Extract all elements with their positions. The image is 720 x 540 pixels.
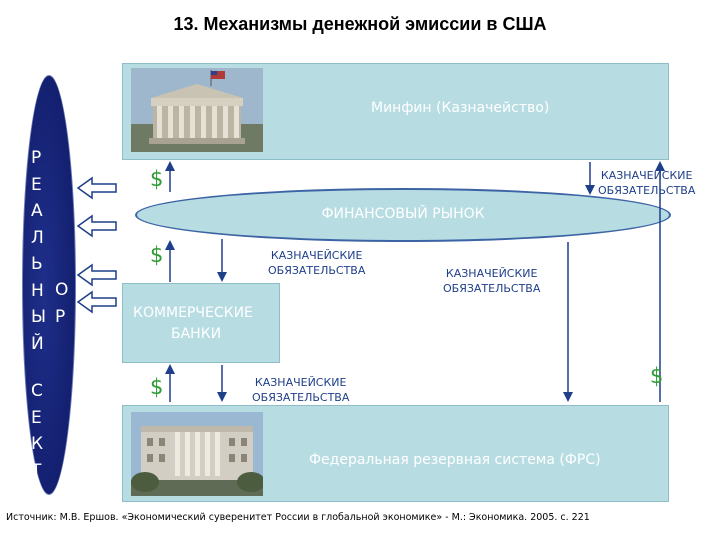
source-footnote: Источник: М.В. Ершов. «Экономический сув… xyxy=(6,512,590,523)
obligations-label-4-line2: ОБЯЗАТЕЛЬСТВА xyxy=(252,391,350,404)
fed-label: Федеральная резервная система (ФРС) xyxy=(309,452,601,468)
left-arrow-1 xyxy=(76,176,117,200)
real-sector-letters-col2: О Р xyxy=(55,280,69,327)
left-arrow-4 xyxy=(76,290,117,314)
dollar-sign-2: $ xyxy=(150,243,164,267)
real-sector-letters-col1: Р Е А Л Ь Н Ы Й xyxy=(31,148,46,354)
financial-market-ellipse: ФИНАНСОВЫЙ РЫНОК xyxy=(135,188,671,242)
obligations-label-4-line1: КАЗНАЧЕЙСКИЕ xyxy=(254,376,347,389)
real-sector-letters-col3: С Е К Т xyxy=(31,381,44,481)
page-title: 13. Механизмы денежной эмиссии в США xyxy=(173,14,547,34)
real-sector-bar xyxy=(22,75,76,495)
banks-label-line1: КОММЕРЧЕСКИЕ xyxy=(133,305,253,321)
left-block-arrows xyxy=(76,176,117,314)
dollar-sign-3: $ xyxy=(150,375,164,399)
obligations-label-3-line1: КАЗНАЧЕЙСКИЕ xyxy=(445,267,538,280)
obligations-label-4: КАЗНАЧЕЙСКИЕ ОБЯЗАТЕЛЬСТВА xyxy=(252,375,349,405)
obligations-label-3-line2: ОБЯЗАТЕЛЬСТВА xyxy=(443,282,541,295)
left-arrow-2 xyxy=(76,214,117,238)
obligations-label-3: КАЗНАЧЕЙСКИЕ ОБЯЗАТЕЛЬСТВА xyxy=(443,266,540,296)
commercial-banks-box: КОММЕРЧЕСКИЕ БАНКИ xyxy=(122,283,280,363)
obligations-label-1-line1: КАЗНАЧЕЙСКИЕ xyxy=(600,169,693,182)
fed-box: Федеральная резервная система (ФРС) xyxy=(122,405,669,502)
financial-market-label: ФИНАНСОВЫЙ РЫНОК xyxy=(321,206,485,222)
banks-label-line2: БАНКИ xyxy=(171,326,222,342)
dollar-sign-1: $ xyxy=(150,167,164,191)
obligations-label-2-line1: КАЗНАЧЕЙСКИЕ xyxy=(270,249,363,262)
fed-building-photo xyxy=(131,412,263,496)
obligations-label-2: КАЗНАЧЕЙСКИЕ ОБЯЗАТЕЛЬСТВА xyxy=(268,248,365,278)
treasury-box: Минфин (Казначейство) xyxy=(122,63,669,160)
dollar-sign-4: $ xyxy=(650,364,664,388)
obligations-label-2-line2: ОБЯЗАТЕЛЬСТВА xyxy=(268,264,366,277)
treasury-label: Минфин (Казначейство) xyxy=(371,100,550,116)
obligations-label-1: КАЗНАЧЕЙСКИЕ ОБЯЗАТЕЛЬСТВА xyxy=(598,168,695,198)
treasury-building-photo xyxy=(131,68,263,152)
obligations-label-1-line2: ОБЯЗАТЕЛЬСТВА xyxy=(598,184,696,197)
left-arrow-3 xyxy=(76,263,117,287)
